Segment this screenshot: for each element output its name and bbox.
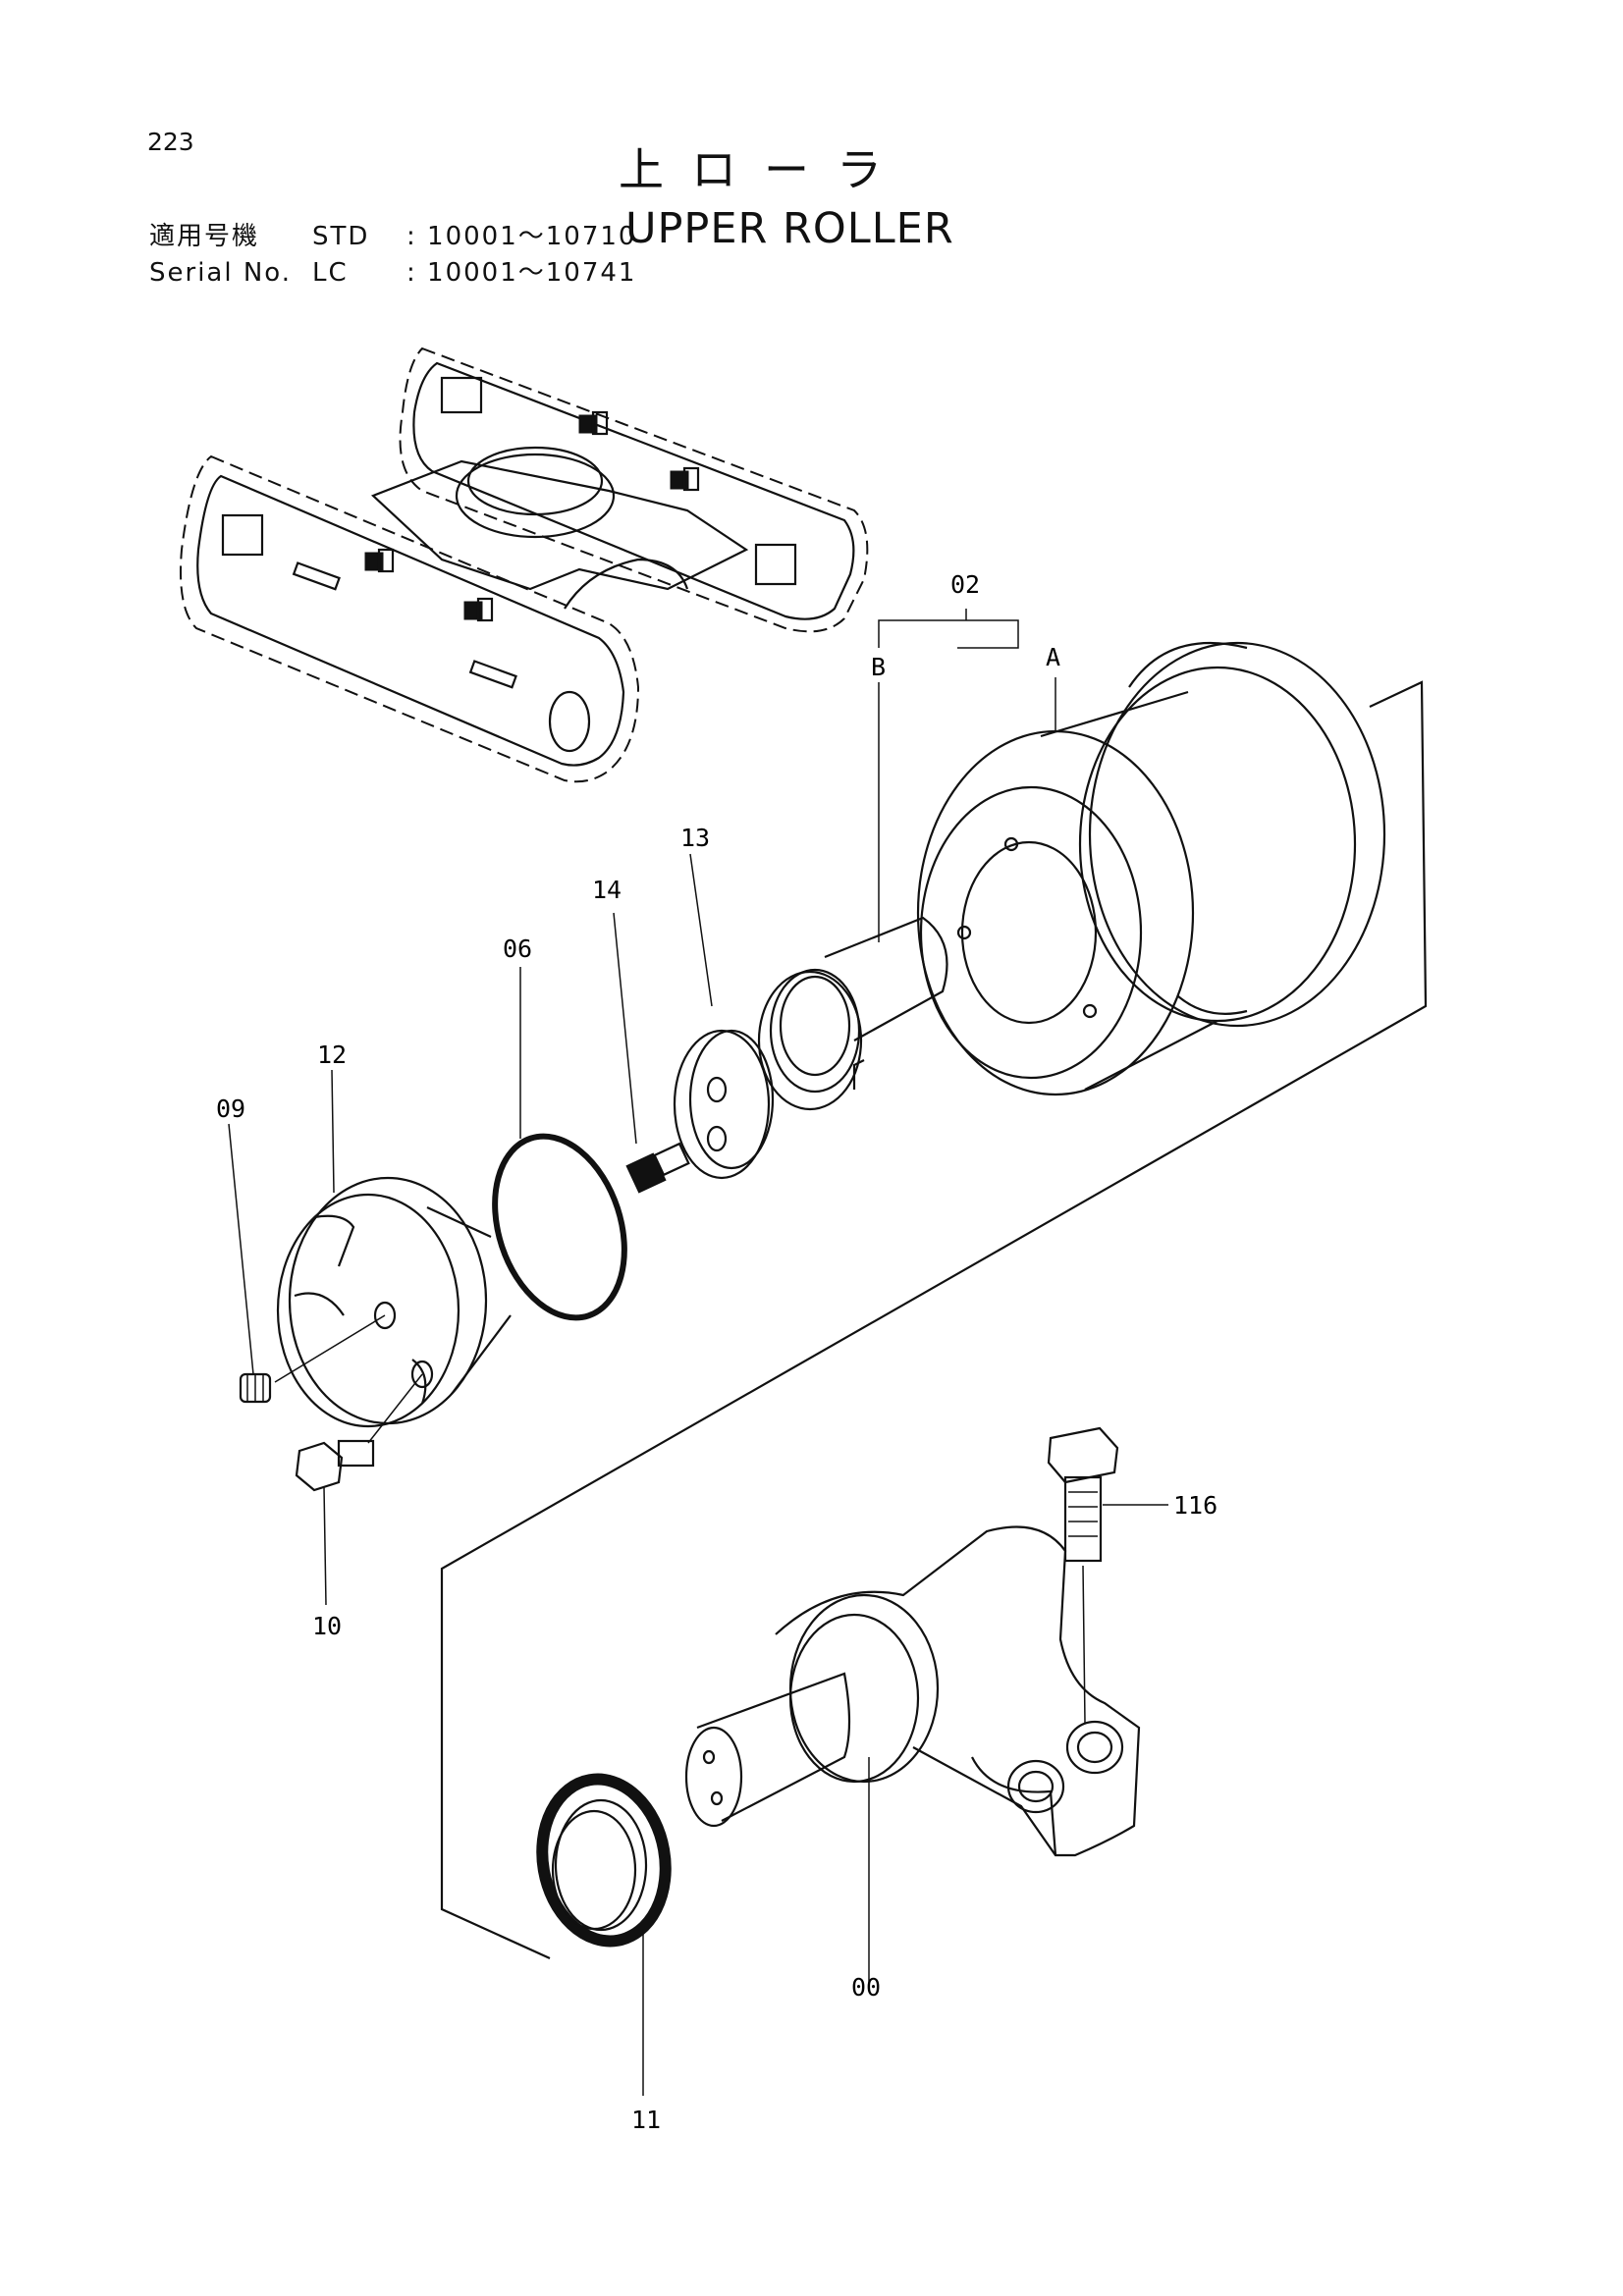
callout-11: 11 — [631, 2106, 661, 2134]
assembly-bracket-lines — [440, 609, 1428, 1960]
page-title-english: UPPER ROLLER — [625, 204, 954, 253]
callout-116: 116 — [1173, 1491, 1217, 1520]
bolt-part-10 — [295, 1373, 423, 1492]
applicability-label: Serial No. — [149, 258, 292, 288]
callout-12: 12 — [317, 1041, 347, 1069]
floating-seal-part-11 — [536, 1773, 672, 2096]
callout-02: 02 — [950, 570, 980, 599]
callout-b: B — [871, 653, 886, 681]
callout-00: 00 — [851, 1973, 881, 2002]
screw-part-14 — [625, 1142, 690, 1194]
serial-range: : 10001～10741 — [406, 258, 637, 288]
grease-fitting-icon — [463, 597, 494, 622]
page-number: 223 — [147, 128, 194, 156]
bushing-part-02b — [757, 916, 948, 1111]
plate-part-13 — [673, 1029, 775, 1180]
model-code: LC — [312, 258, 349, 288]
page-title-japanese: 上ローラ — [619, 143, 909, 196]
callout-leader-lines — [228, 853, 1168, 1606]
undercarriage-overview-illustration — [180, 347, 869, 783]
callout-a: A — [1046, 643, 1060, 671]
cover-part-12 — [276, 1176, 512, 1428]
callout-10: 10 — [312, 1612, 342, 1640]
callout-14: 14 — [592, 876, 622, 904]
callout-06: 06 — [503, 934, 532, 963]
applicability-row-std: 適用号機 STD : 10001～10710 — [149, 224, 636, 249]
serial-range: : 10001～10710 — [406, 222, 637, 251]
callout-09: 09 — [216, 1095, 245, 1123]
callout-13: 13 — [680, 824, 710, 852]
grease-fitting-icon — [670, 466, 700, 492]
applicability-label: 適用号機 — [149, 222, 260, 251]
grease-fitting-icon — [578, 410, 609, 436]
o-ring-part-06 — [492, 1133, 627, 1321]
model-code: STD — [312, 222, 370, 251]
plug-part-09 — [239, 1314, 386, 1404]
applicability-row-lc: Serial No. LC : 10001～10741 — [149, 260, 636, 286]
grease-fitting-icon — [364, 548, 395, 573]
roller-shell-part-02a — [916, 641, 1386, 1096]
shaft-bracket-part-00 — [684, 1525, 1141, 1983]
bolt-part-116 — [1047, 1426, 1119, 1724]
